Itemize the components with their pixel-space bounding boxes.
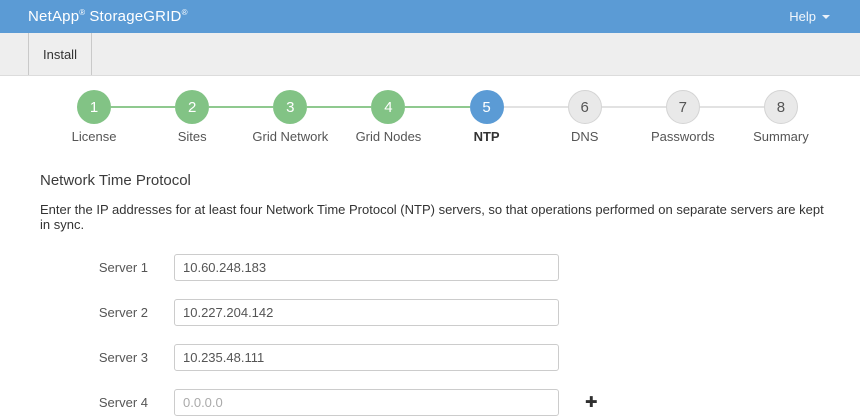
step-circle[interactable]: 5	[470, 90, 504, 124]
step-grid-nodes: 4Grid Nodes	[339, 90, 437, 146]
tab-bar: Install	[0, 33, 860, 76]
step-circle[interactable]: 7	[666, 90, 700, 124]
top-header-bar: NetApp®StorageGRID® Help	[0, 0, 860, 33]
server-3-label: Server 3	[0, 350, 160, 365]
registered-mark: ®	[79, 8, 85, 17]
step-license: 1License	[45, 90, 143, 146]
server-1-label: Server 1	[0, 260, 160, 275]
step-circle[interactable]: 8	[764, 90, 798, 124]
main-content: 1License2Sites3Grid Network4Grid Nodes5N…	[0, 90, 860, 416]
tab-install[interactable]: Install	[28, 33, 92, 75]
page-description: Enter the IP addresses for at least four…	[40, 202, 835, 232]
form-row: Server 1	[0, 254, 860, 281]
server-3-input[interactable]	[174, 344, 559, 371]
step-grid-network: 3Grid Network	[241, 90, 339, 146]
wizard-stepper: 1License2Sites3Grid Network4Grid Nodes5N…	[45, 90, 830, 146]
step-label: Passwords	[651, 129, 715, 144]
step-dns: 6DNS	[536, 90, 634, 146]
server-4-label: Server 4	[0, 395, 160, 410]
step-label: License	[72, 129, 117, 144]
form-row: Server 2	[0, 299, 860, 326]
plus-icon: ✚	[585, 394, 598, 411]
brand-product: StorageGRID	[89, 8, 181, 25]
help-menu[interactable]: Help	[789, 9, 830, 24]
step-passwords: 7Passwords	[634, 90, 732, 146]
step-ntp: 5NTP	[438, 90, 536, 146]
registered-mark: ®	[182, 8, 188, 17]
add-server-button[interactable]: ✚	[585, 395, 598, 410]
help-label: Help	[789, 9, 816, 24]
page-title: Network Time Protocol	[40, 172, 860, 189]
step-circle[interactable]: 1	[77, 90, 111, 124]
ntp-servers-form: Server 1 Server 2 Server 3 Server 4 ✚	[0, 254, 860, 416]
server-2-input[interactable]	[174, 299, 559, 326]
step-label: Grid Nodes	[356, 129, 422, 144]
brand-netapp: NetApp	[28, 8, 79, 25]
app-title: NetApp®StorageGRID®	[28, 8, 188, 25]
step-summary: 8Summary	[732, 90, 830, 146]
step-circle[interactable]: 2	[175, 90, 209, 124]
step-label: DNS	[571, 129, 598, 144]
server-1-input[interactable]	[174, 254, 559, 281]
step-circle[interactable]: 6	[568, 90, 602, 124]
step-label: Sites	[178, 129, 207, 144]
caret-down-icon	[822, 15, 830, 19]
step-sites: 2Sites	[143, 90, 241, 146]
step-label: Summary	[753, 129, 809, 144]
step-circle[interactable]: 4	[371, 90, 405, 124]
server-2-label: Server 2	[0, 305, 160, 320]
step-circle[interactable]: 3	[273, 90, 307, 124]
step-label: Grid Network	[252, 129, 328, 144]
step-label: NTP	[474, 129, 500, 144]
form-row: Server 3	[0, 344, 860, 371]
